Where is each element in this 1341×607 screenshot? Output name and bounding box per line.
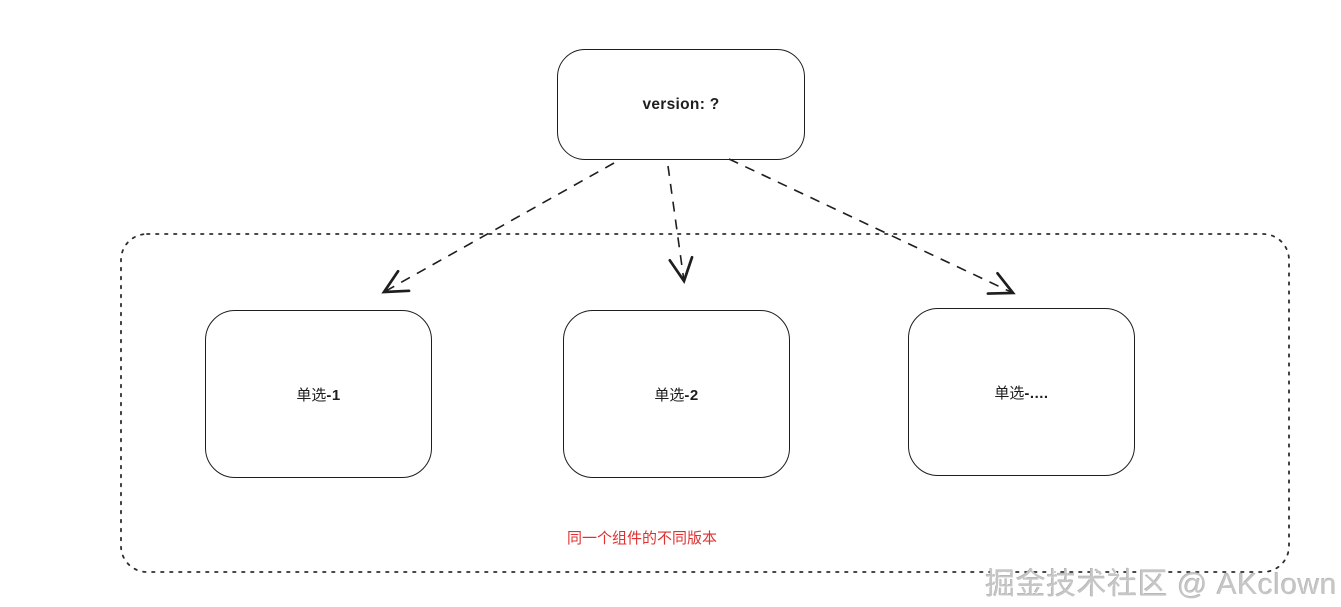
node-variant-3-prefix: 单选	[994, 384, 1025, 402]
node-variant-2-suffix: -2	[684, 386, 699, 404]
node-variant-1-label: 单选-1	[296, 384, 340, 405]
node-variant-2-prefix: 单选	[654, 386, 685, 404]
arrow-to-variant-2	[667, 165, 694, 285]
node-variant-2: 单选-2	[563, 310, 790, 478]
node-variant-2-label: 单选-2	[654, 384, 698, 405]
arrow-to-variant-3	[728, 158, 1016, 295]
node-variant-3-label: 单选-....	[994, 382, 1048, 403]
node-variant-3: 单选-....	[908, 308, 1135, 476]
node-version-label: version: ?	[642, 95, 720, 113]
watermark: 掘金技术社区 @ AKclown	[985, 568, 1337, 601]
node-variant-3-suffix: -....	[1024, 384, 1049, 402]
group-caption: 同一个组件的不同版本	[566, 530, 718, 547]
arrow-to-variant-1	[381, 162, 615, 294]
node-variant-1: 单选-1	[205, 310, 432, 478]
node-variant-1-prefix: 单选	[296, 386, 327, 404]
node-version: version: ?	[557, 49, 805, 160]
node-variant-1-suffix: -1	[326, 386, 341, 404]
